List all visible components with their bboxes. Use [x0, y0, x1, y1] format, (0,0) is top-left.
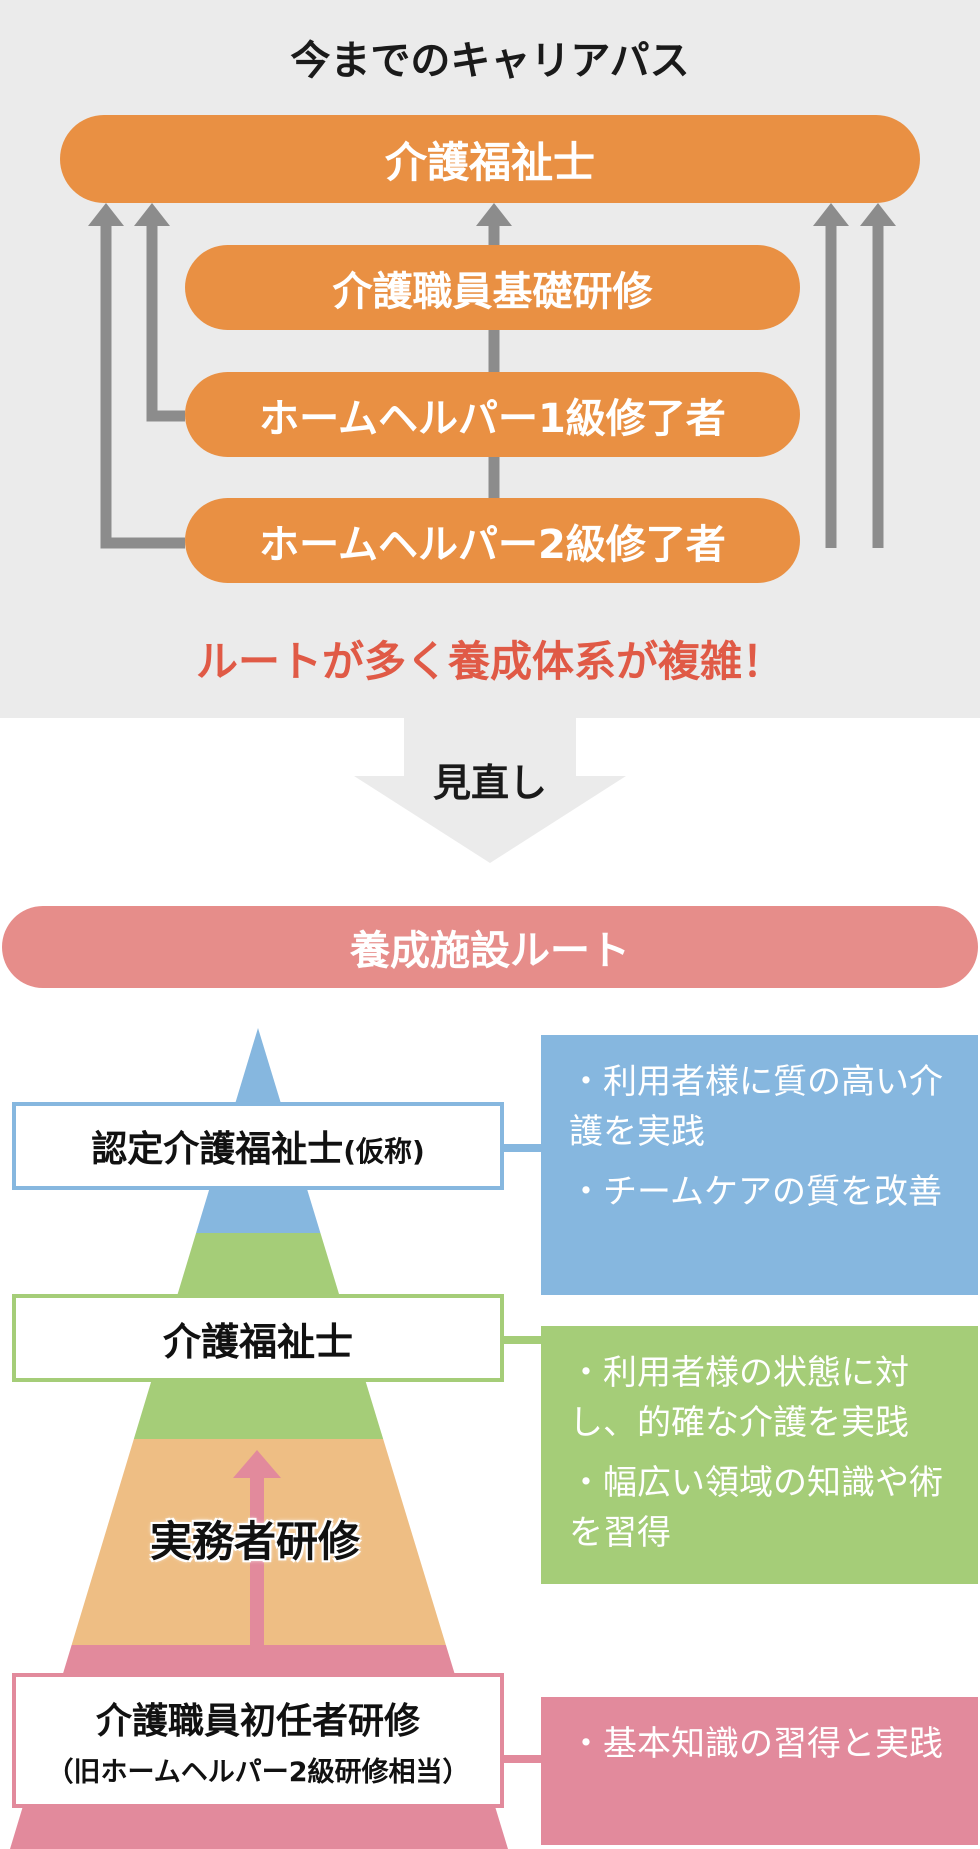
arrow-line-hh2-to-top [100, 222, 185, 549]
tier-initial-training: 介護職員初任者研修 （旧ホームヘルパー2級研修相当） [12, 1673, 504, 1808]
box-homehelper-1: ホームヘルパー1級修了者 [185, 372, 800, 457]
review-arrow [354, 718, 626, 863]
desc-certified-item-1: ・利用者様に質の高い介護を実践 [569, 1062, 943, 1152]
page-title: 今までのキャリアパス [290, 38, 690, 84]
box-basic-training: 介護職員基礎研修 [185, 245, 800, 330]
tier-certified-name: 認定介護福祉士 [91, 1129, 344, 1170]
connector-pink [500, 1755, 545, 1763]
connector-green [500, 1336, 545, 1344]
desc-initial: ・基本知識の習得と実践 [541, 1697, 978, 1845]
review-arrow-shape [354, 718, 626, 863]
review-label: 見直し [432, 761, 547, 805]
box-caregiver-top: 介護福祉士 [60, 115, 920, 203]
desc-caregiver-item-1: ・利用者様の状態に対し、的確な介護を実践 [569, 1353, 909, 1443]
arrow-head-left-1 [88, 203, 124, 226]
tier-caregiver: 介護福祉士 [12, 1294, 504, 1382]
arrow-head-left-2 [134, 203, 170, 226]
arrow-head-right-2 [860, 203, 896, 226]
arrow-line-hh1-to-top [146, 222, 185, 422]
pyramid-arrow-shaft [250, 1470, 264, 1648]
tier-caregiver-name: 介護福祉士 [162, 1319, 353, 1364]
tier-initial-name: 介護職員初任者研修 [95, 1701, 420, 1742]
career-path-arrows [88, 203, 896, 549]
desc-caregiver-item-2: ・幅広い領域の知識や術を習得 [569, 1463, 943, 1553]
tier-certified-suffix: (仮称) [343, 1135, 425, 1168]
training-route-bar: 養成施設ルート [2, 906, 978, 988]
tier-certified-caregiver: 認定介護福祉士(仮称) [12, 1102, 504, 1190]
arrow-head-right-1 [813, 203, 849, 226]
pyramid-arrow-head [233, 1450, 281, 1478]
tier-practical-training: 実務者研修 [149, 1517, 360, 1566]
desc-certified-item-2: ・チームケアの質を改善 [569, 1172, 942, 1212]
desc-caregiver: ・利用者様の状態に対し、的確な介護を実践 ・幅広い領域の知識や術を習得 [541, 1326, 978, 1584]
desc-certified: ・利用者様に質の高い介護を実践 ・チームケアの質を改善 [541, 1035, 978, 1295]
complexity-warning: ルートが多く養成体系が複雑！ [195, 637, 784, 686]
connector-blue [500, 1144, 545, 1152]
desc-initial-item-1: ・基本知識の習得と実践 [569, 1724, 943, 1764]
box-homehelper-2: ホームヘルパー2級修了者 [185, 498, 800, 583]
tier-initial-sub: （旧ホームヘルパー2級研修相当） [46, 1757, 470, 1788]
arrow-head-center [476, 203, 512, 226]
